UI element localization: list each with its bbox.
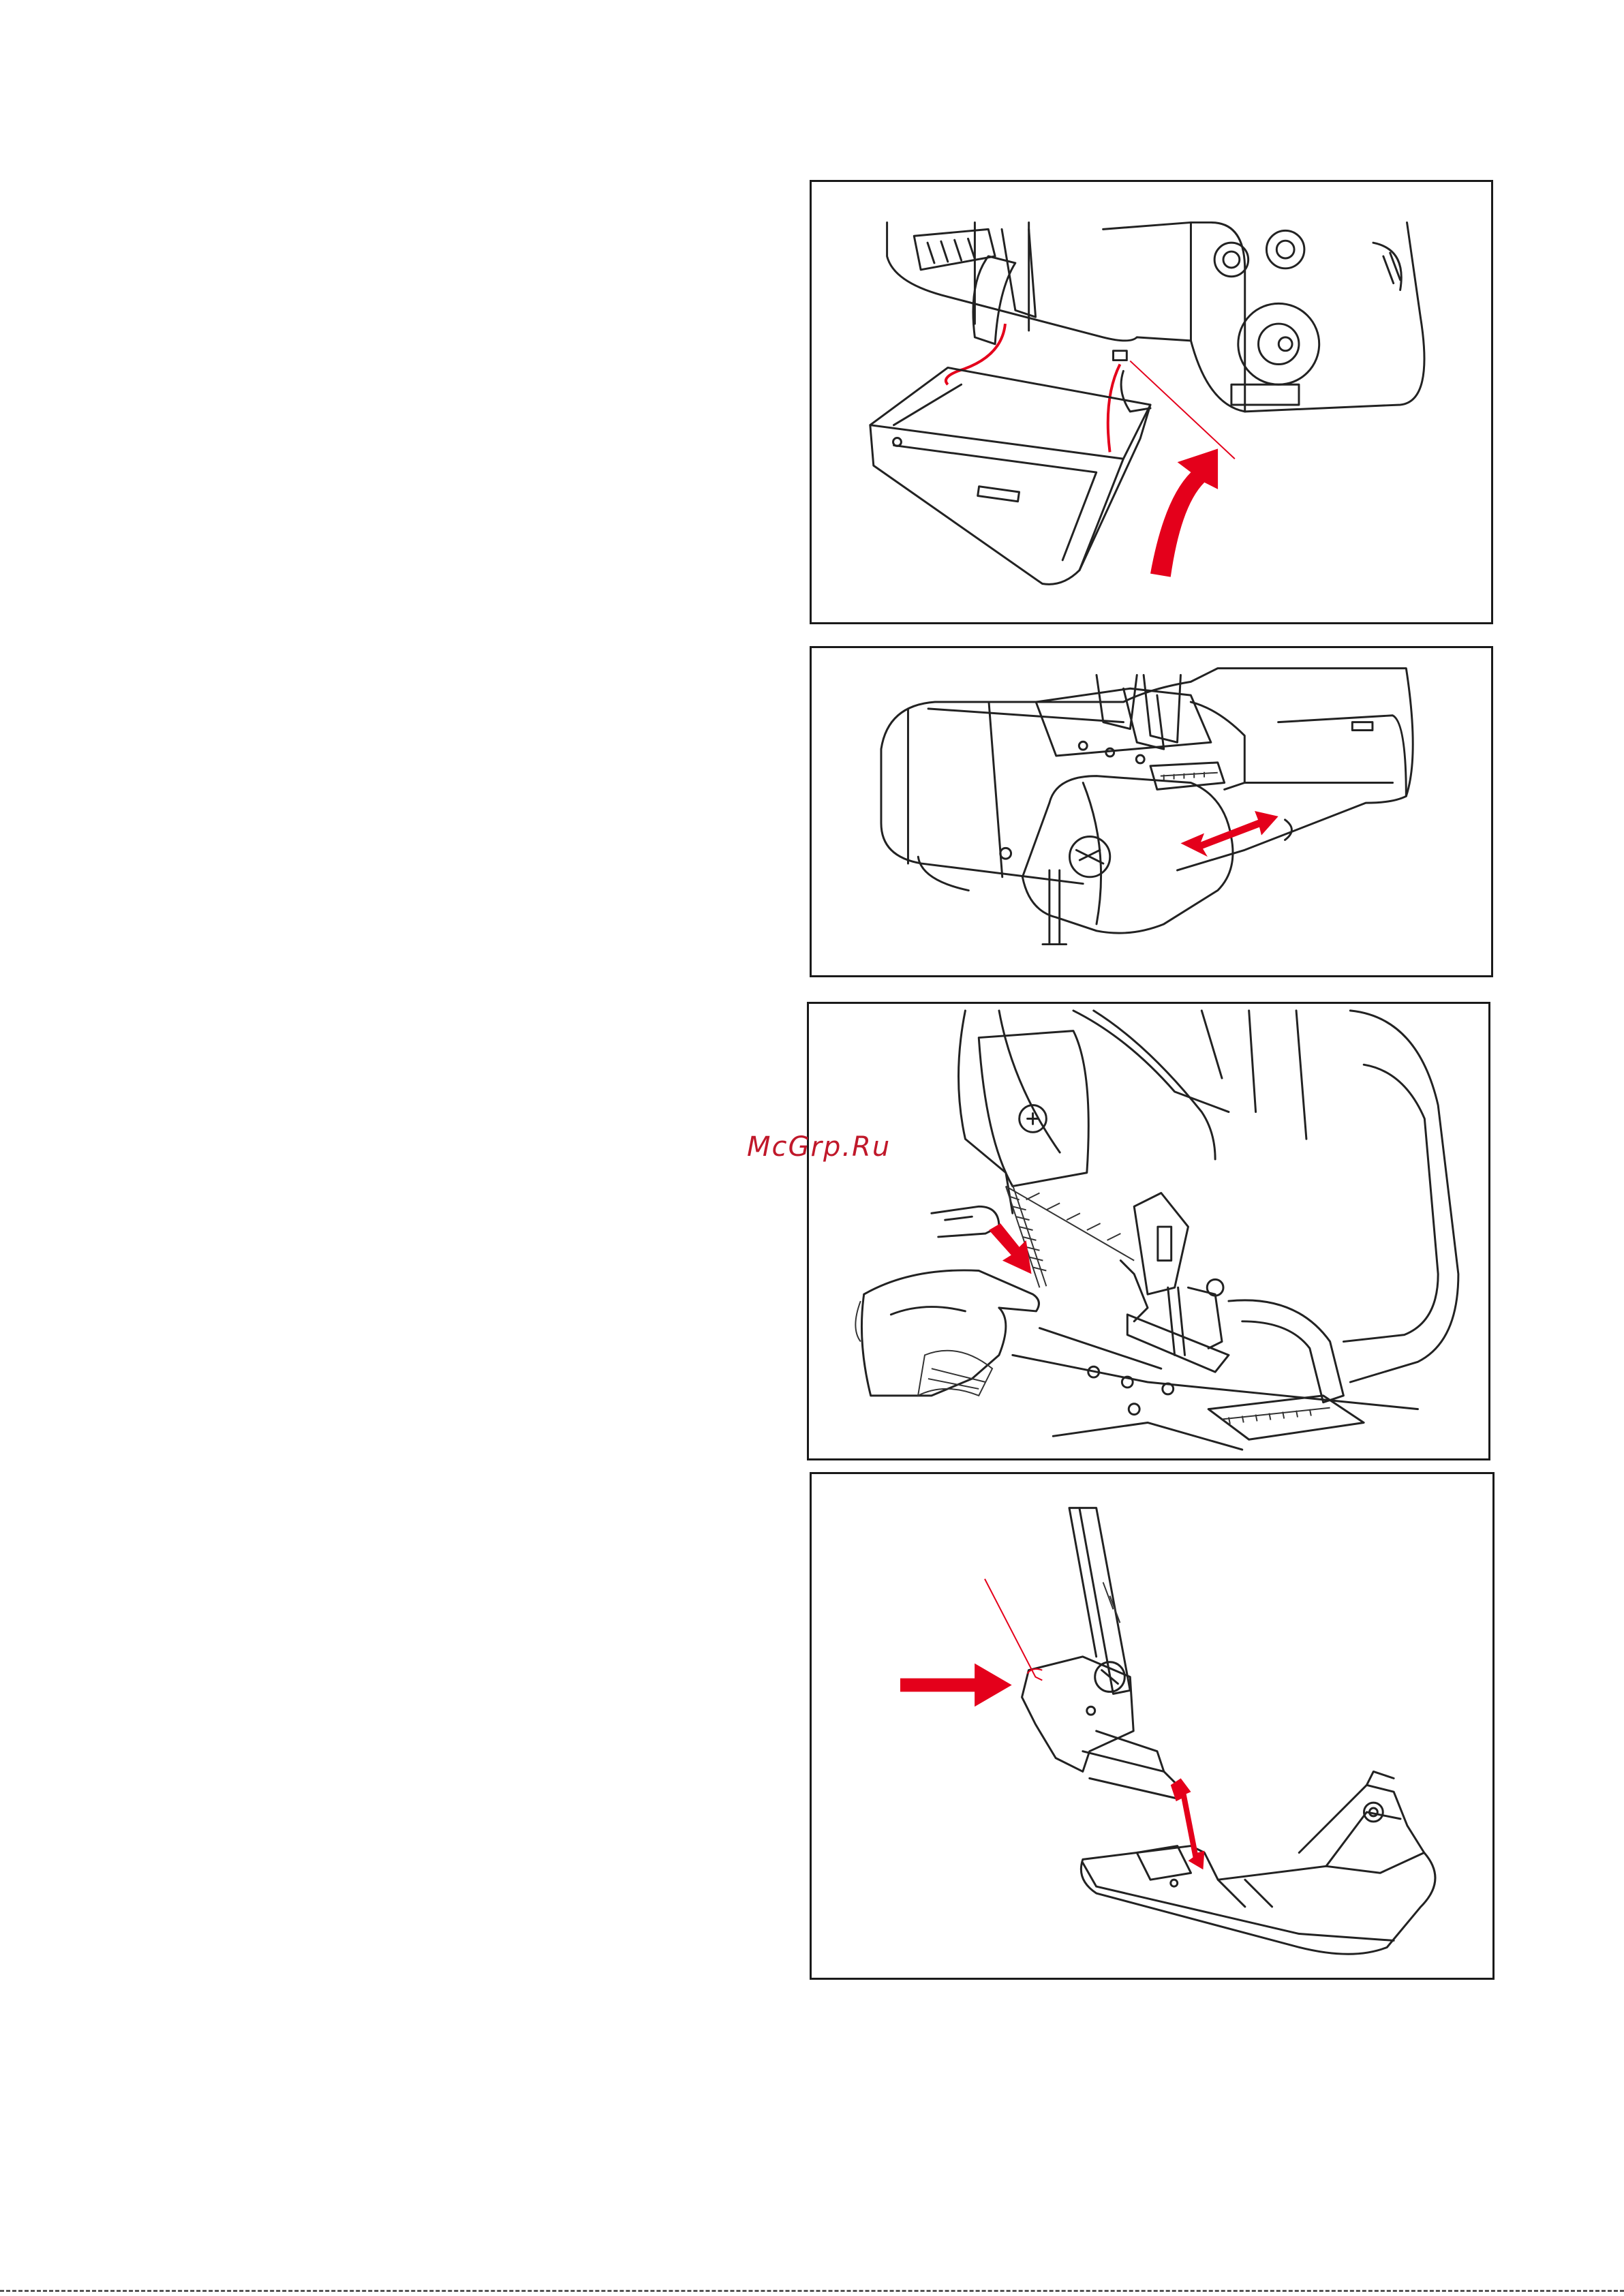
slide-cover-illustration — [812, 648, 1491, 975]
watermark-text: McGrp.Ru — [747, 1131, 891, 1163]
illustration-panel-slide-cover — [810, 646, 1493, 977]
presser-foot-illustration — [812, 1474, 1492, 1978]
waste-tray-illustration — [812, 182, 1491, 622]
double-horizontal-arrow — [1180, 811, 1278, 857]
footer-dashed-rule — [0, 2290, 1624, 2292]
curved-up-arrow — [1150, 448, 1218, 577]
right-arrow — [900, 1664, 1012, 1706]
illustration-panel-thread-cut — [807, 1002, 1490, 1460]
illustration-panel-presser-foot — [810, 1472, 1495, 1980]
vertical-double-arrow — [1171, 1778, 1205, 1869]
thread-cut-illustration — [809, 1004, 1488, 1458]
illustration-panel-waste-tray — [810, 180, 1493, 624]
down-diagonal-arrow — [989, 1223, 1031, 1274]
